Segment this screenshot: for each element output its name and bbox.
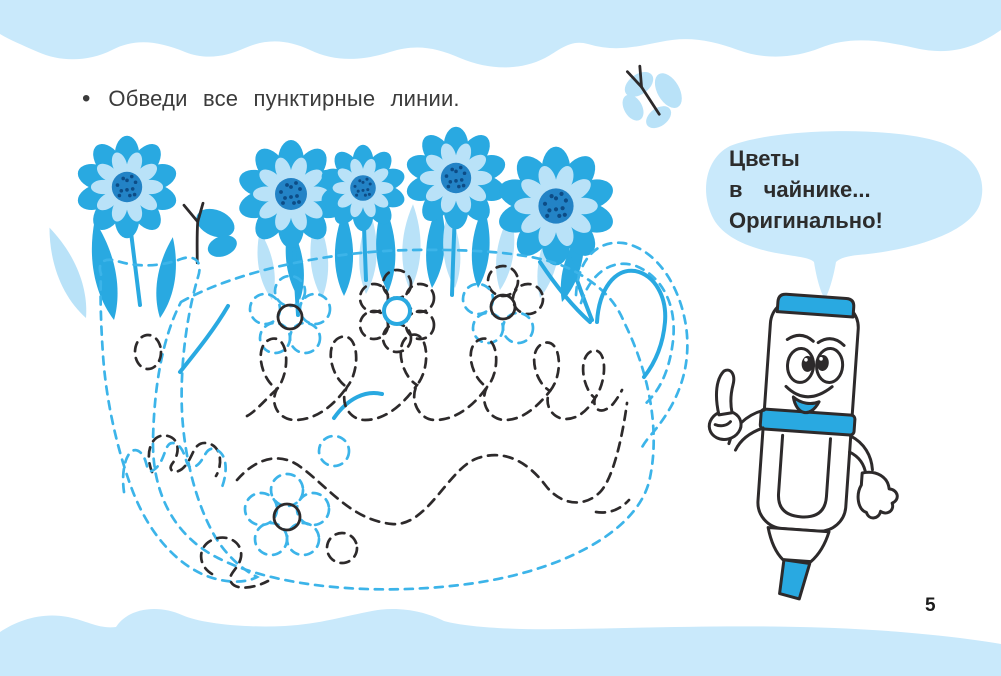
task-text: Обведи все пунктирные линии. <box>108 86 460 111</box>
task-bullet: • <box>82 85 91 112</box>
trace-flower[interactable] <box>248 274 332 355</box>
bubble-line: Оригинально! <box>729 208 883 233</box>
marker-open-hand-arm <box>848 434 899 520</box>
trace-circle[interactable] <box>133 333 163 371</box>
trace-circle[interactable] <box>317 434 351 468</box>
wavy-line-path[interactable] <box>235 401 629 526</box>
trace-squiggle[interactable] <box>121 441 227 494</box>
page-number: 5 <box>925 595 936 616</box>
marker-inner-line <box>777 433 832 519</box>
trace-squiggle[interactable] <box>147 434 222 478</box>
top-border-wave <box>0 0 1001 68</box>
pointing-finger <box>714 368 736 417</box>
trace-squiggle[interactable] <box>199 536 270 589</box>
leaf-tip-accent <box>178 304 230 374</box>
speech-bubble <box>706 131 983 299</box>
wavy-line-tail[interactable] <box>594 498 631 514</box>
teapot-handle-inner[interactable] <box>579 262 676 408</box>
marker-pointing-arm <box>707 368 766 452</box>
trace-flower[interactable] <box>358 268 436 354</box>
marker-nib <box>766 526 831 564</box>
teapot-handle-outline[interactable] <box>574 241 689 454</box>
eyebrow <box>816 337 846 347</box>
teapot-body-outline[interactable] <box>151 248 655 591</box>
bubble-line: Цветы <box>729 146 800 171</box>
flower-icon <box>74 135 180 239</box>
task-instruction: • Обведи все пунктирные линии. <box>82 86 460 112</box>
teapot-spout-outline[interactable] <box>98 256 260 583</box>
tongue <box>791 395 821 414</box>
leaf-tip-accent <box>332 391 384 420</box>
marker-tip <box>778 558 812 601</box>
teapot-handle-accent <box>595 268 668 379</box>
marker-character <box>707 292 899 601</box>
trace-flower[interactable] <box>461 264 545 345</box>
butterfly-icon <box>622 64 682 129</box>
bubble-line: в чайнике... <box>729 177 871 202</box>
speech-bubble-text: Цветы в чайнике... Оригинально! <box>729 143 979 236</box>
trace-flower[interactable] <box>243 472 331 557</box>
marker-face <box>784 333 846 414</box>
butterfly-icon <box>182 201 237 265</box>
eyebrow <box>785 333 815 343</box>
mouth <box>784 384 834 399</box>
teapot-trace-area[interactable] <box>98 241 689 591</box>
flower-icon <box>403 126 509 230</box>
scribble-loops-path[interactable] <box>245 333 624 422</box>
open-hand <box>856 470 899 520</box>
bottom-border-wave <box>0 608 1001 676</box>
flower-icon <box>318 144 408 232</box>
marker-cap <box>775 292 856 319</box>
trace-circle[interactable] <box>325 531 359 565</box>
